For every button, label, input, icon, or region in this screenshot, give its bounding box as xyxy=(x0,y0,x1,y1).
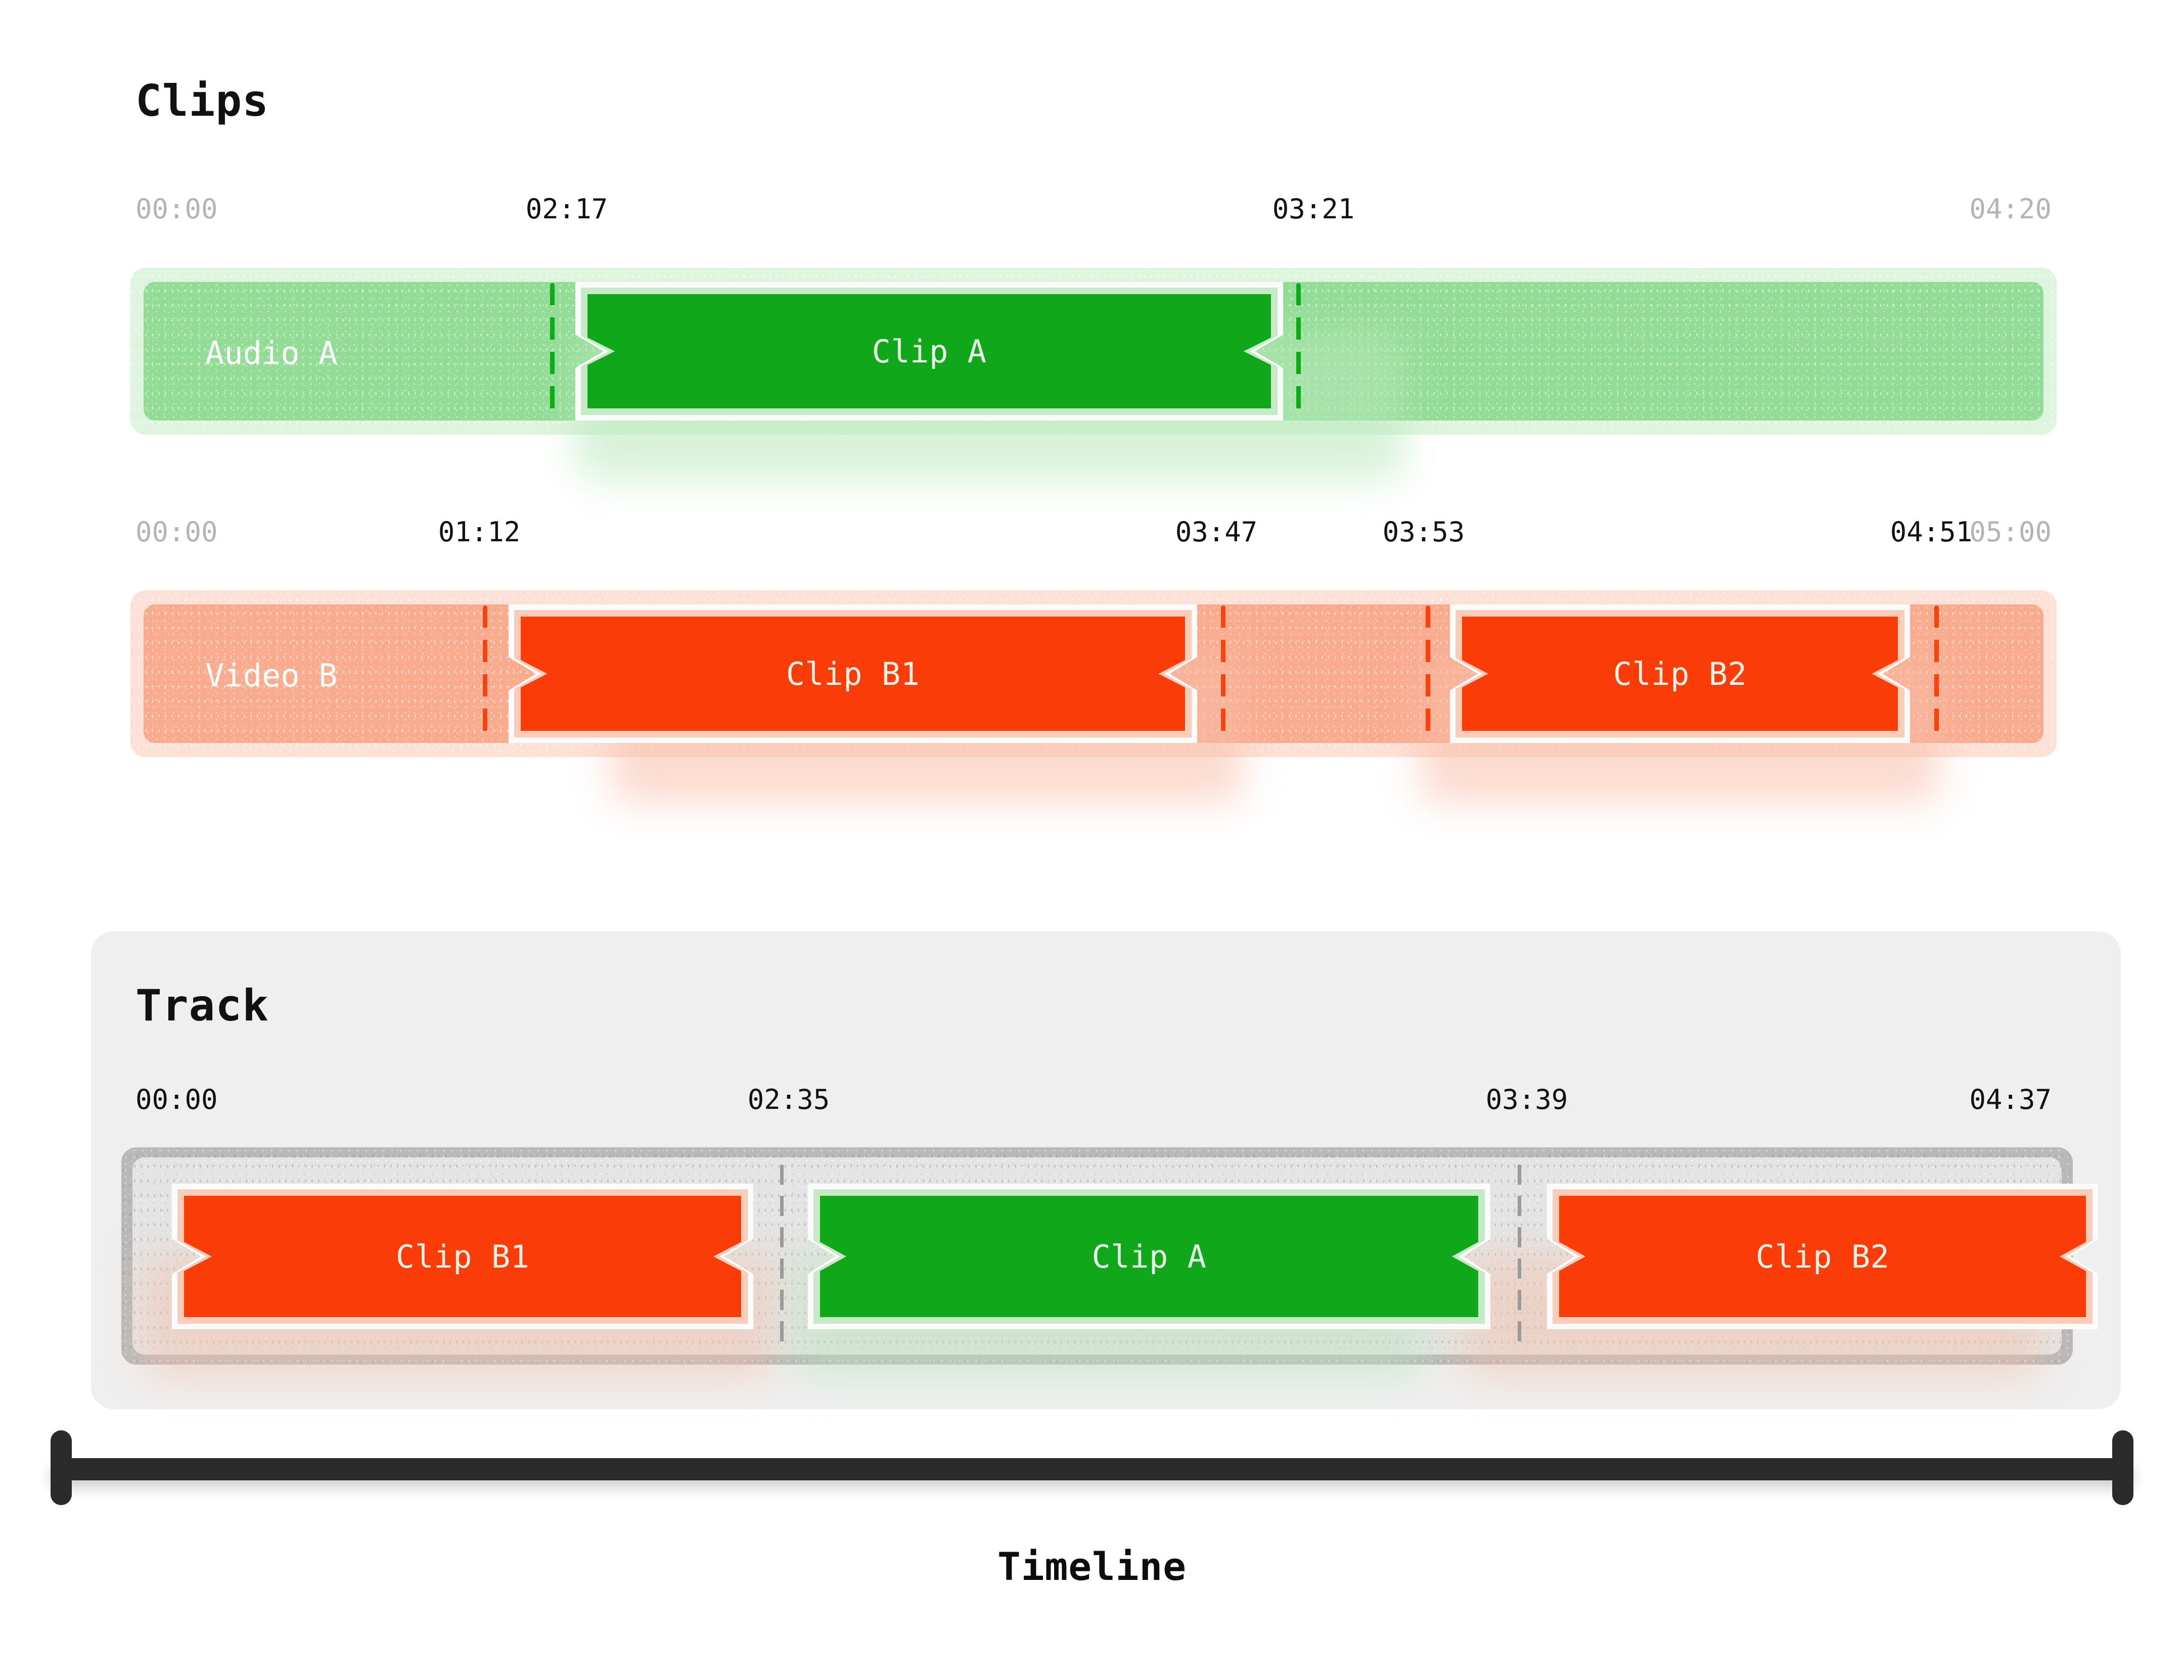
chip-label: Clip A xyxy=(1091,1238,1207,1275)
chip-label: Clip A xyxy=(872,333,987,370)
timecode-label: 00:00 xyxy=(135,193,218,225)
timecode-label: 01:12 xyxy=(438,516,521,548)
clip-out-marker xyxy=(1934,605,1939,742)
clip-in-marker xyxy=(1426,605,1430,742)
timecode-label: 04:51 xyxy=(1890,516,1973,548)
timecode-label: 02:17 xyxy=(525,193,608,225)
ruler-audio-a: 00:00 02:17 03:21 04:20 xyxy=(135,194,2052,225)
chip-label: Clip B2 xyxy=(1613,655,1747,692)
clip-separator xyxy=(780,1164,784,1347)
timecode-label: 04:20 xyxy=(1969,193,2052,225)
source-track-audio-a[interactable]: Clip A Audio A xyxy=(130,268,2057,480)
timeline-clip-clip-a[interactable]: Clip A xyxy=(808,1184,1490,1329)
timeline-caption: Timeline xyxy=(997,1544,1187,1589)
clip-chip-clip-a[interactable]: Clip A xyxy=(575,282,1283,421)
clips-heading: Clips xyxy=(135,76,269,126)
clip-out-marker xyxy=(1296,283,1301,419)
clip-chip-clip-b2[interactable]: Clip B2 xyxy=(1450,604,1910,743)
chip-label: Clip B1 xyxy=(786,655,920,692)
ruler-video-b: 00:00 01:12 03:47 03:53 04:51 05:00 xyxy=(135,517,2052,548)
timeline-clip-clip-b1[interactable]: Clip B1 xyxy=(172,1184,753,1329)
track-name-label: Video B xyxy=(205,657,338,694)
clip-in-marker xyxy=(550,283,555,419)
timecode-label: 00:00 xyxy=(135,516,218,548)
clip-separator xyxy=(1518,1164,1521,1347)
chip-label: Clip B2 xyxy=(1755,1238,1890,1275)
track-name-label: Audio A xyxy=(205,335,338,371)
timeline-clip-clip-b2[interactable]: Clip B2 xyxy=(1547,1184,2098,1329)
timecode-label: 02:35 xyxy=(747,1084,830,1115)
track-heading: Track xyxy=(135,981,269,1031)
chip-label: Clip B1 xyxy=(395,1238,530,1275)
timecode-label: 00:00 xyxy=(135,1084,218,1115)
timecode-label: 04:37 xyxy=(1969,1084,2052,1115)
timecode-label: 03:39 xyxy=(1485,1084,1568,1115)
clip-chip-clip-b1[interactable]: Clip B1 xyxy=(509,604,1197,743)
timecode-label: 05:00 xyxy=(1969,516,2052,548)
timeline-track-row[interactable]: Clip B1 Clip A Clip B2 xyxy=(121,1147,2098,1380)
beam-shaft xyxy=(51,1458,2133,1480)
ruler-timeline-track: 00:00 02:35 03:39 04:37 xyxy=(135,1084,2052,1115)
source-track-video-b[interactable]: Clip B1 Clip B2 Video B xyxy=(130,590,2057,803)
beam-cap-right xyxy=(2112,1430,2133,1505)
clip-out-marker xyxy=(1221,605,1225,742)
clip-in-marker xyxy=(483,605,487,742)
beam-cap-left xyxy=(51,1430,72,1505)
timecode-label: 03:21 xyxy=(1272,193,1355,225)
timecode-label: 03:53 xyxy=(1382,516,1465,548)
timecode-label: 03:47 xyxy=(1175,516,1258,548)
timeline-extent-bar xyxy=(30,1430,2154,1506)
